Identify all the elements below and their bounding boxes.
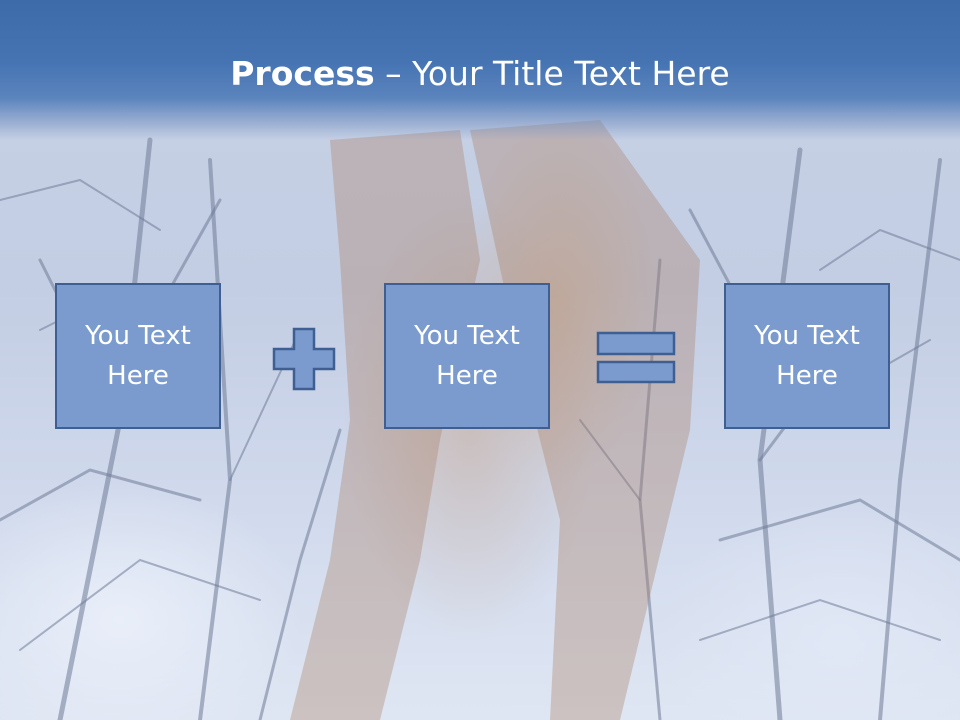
text-box-1[interactable]: You Text Here bbox=[55, 283, 221, 429]
text-box-3[interactable]: You Text Here bbox=[724, 283, 890, 429]
title-bold: Process bbox=[230, 54, 375, 93]
title-rest: – Your Title Text Here bbox=[374, 54, 730, 93]
plus-icon bbox=[272, 327, 336, 391]
title-bar bbox=[0, 0, 960, 140]
text-box-2[interactable]: You Text Here bbox=[384, 283, 550, 429]
slide-title: Process – Your Title Text Here bbox=[0, 52, 960, 96]
equals-icon bbox=[596, 331, 676, 384]
